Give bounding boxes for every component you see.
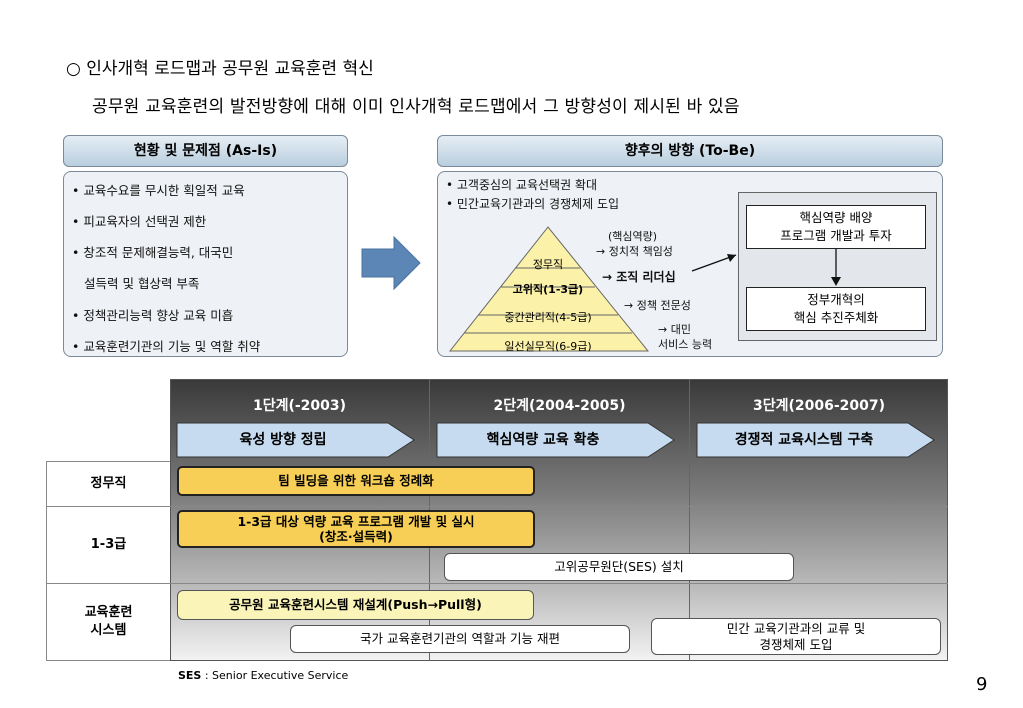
task-text: (창조·설득력) <box>319 529 393 544</box>
slide-subtitle: 공무원 교육훈련의 발전방향에 대해 이미 인사개혁 로드맵에서 그 방향성이 … <box>92 97 740 117</box>
outcome-box-reform: 정부개혁의 핵심 추진주체화 <box>746 287 926 331</box>
pyramid-level-4: 일선실무직(6-9급) <box>504 340 592 353</box>
pyramid-level-3: 중간관리직(4-5급) <box>504 311 592 324</box>
row-header-line: 교육훈련 <box>84 605 133 620</box>
as-is-item: • 교육훈련기관의 기능 및 역할 취약 <box>72 339 261 354</box>
pyramid-note: → 정치적 책임성 <box>596 245 673 258</box>
to-be-header: 향후의 방향 (To-Be) <box>437 135 943 167</box>
row-header-line: 시스템 <box>90 623 127 638</box>
task-text: 민간 교육기관과의 교류 및 <box>726 621 866 636</box>
page-number: 9 <box>976 674 988 695</box>
pyramid-note: 서비스 능력 <box>658 338 713 351</box>
task-ses: 고위공무원단(SES) 설치 <box>444 553 794 581</box>
row-header-political: 정무직 <box>46 461 170 506</box>
footnote-text: : Senior Executive Service <box>201 669 349 682</box>
phase-1-goal: 육성 방향 정립 <box>239 432 327 448</box>
as-is-item: • 정책관리능력 향상 교육 미흡 <box>72 308 234 323</box>
outcome-box-investment: 핵심역량 배양 프로그램 개발과 투자 <box>746 205 926 249</box>
row-divider <box>170 506 948 507</box>
task-competency-program: 1-3급 대상 역량 교육 프로그램 개발 및 실시 (창조·설득력) <box>177 510 535 548</box>
pyramid-note: (핵심역량) <box>608 230 658 243</box>
outcome-text: 핵심 추진주체화 <box>793 310 879 325</box>
as-is-item: • 교육수요를 무시한 획일적 교육 <box>72 183 245 198</box>
task-redesign: 공무원 교육훈련시스템 재설계(Push→Pull형) <box>177 590 534 620</box>
slide-title: ○ 인사개혁 로드맵과 공무원 교육훈련 혁신 <box>66 59 374 79</box>
as-is-panel: • 교육수요를 무시한 획일적 교육 • 피교육자의 선택권 제한 • 창조적 … <box>63 171 348 357</box>
phase-divider <box>689 379 690 661</box>
phase-3-title: 3단계(2006-2007) <box>752 398 886 414</box>
task-institution-restructure: 국가 교육훈련기관의 역할과 기능 재편 <box>290 625 630 653</box>
down-arrow-icon <box>831 249 841 286</box>
phase-2-goal: 핵심역량 교육 확충 <box>486 432 600 448</box>
task-team-building: 팀 빌딩을 위한 워크숍 정례화 <box>177 466 535 496</box>
competency-pyramid <box>448 226 737 352</box>
as-is-item: • 창조적 문제해결능력, 대국민 <box>72 245 234 260</box>
phase-3-goal: 경쟁적 교육시스템 구축 <box>734 432 874 448</box>
transition-arrow-icon <box>361 235 421 291</box>
pyramid-note: → 대민 <box>658 323 691 336</box>
footnote-abbr: SES <box>178 669 202 682</box>
row-divider <box>170 583 948 584</box>
outcome-text: 핵심역량 배양 <box>799 210 873 225</box>
as-is-item: 설득력 및 협상력 부족 <box>84 276 200 291</box>
row-header-senior: 1-3급 <box>46 506 170 583</box>
to-be-item: • 민간교육기관과의 경쟁체제 도입 <box>446 197 620 211</box>
phase-2-title: 2단계(2004-2005) <box>493 398 626 414</box>
phase-2-chevron <box>436 422 675 458</box>
outcome-text: 프로그램 개발과 투자 <box>780 228 892 243</box>
as-is-item: • 피교육자의 선택권 제한 <box>72 214 207 229</box>
phase-1-chevron <box>176 422 415 458</box>
phase-3-chevron <box>696 422 935 458</box>
as-is-header: 현황 및 문제점 (As-Is) <box>63 135 348 167</box>
pyramid-note: → 정책 전문성 <box>624 299 691 312</box>
to-be-item: • 고객중심의 교육선택권 확대 <box>446 178 598 192</box>
phase-1-title: 1단계(-2003) <box>252 398 347 414</box>
task-text: 1-3급 대상 역량 교육 프로그램 개발 및 실시 <box>237 514 475 529</box>
task-text: 경쟁체제 도입 <box>759 637 833 652</box>
pyramid-level-1: 정무직 <box>532 258 564 271</box>
task-private-exchange: 민간 교육기관과의 교류 및 경쟁체제 도입 <box>651 618 941 655</box>
footnote: SES : Senior Executive Service <box>178 669 348 682</box>
row-header-training-system: 교육훈련 시스템 <box>46 583 170 661</box>
outcome-text: 정부개혁의 <box>807 292 865 307</box>
pyramid-note: → 조직 리더십 <box>602 270 676 284</box>
pyramid-level-2: 고위직(1-3급) <box>512 283 584 296</box>
